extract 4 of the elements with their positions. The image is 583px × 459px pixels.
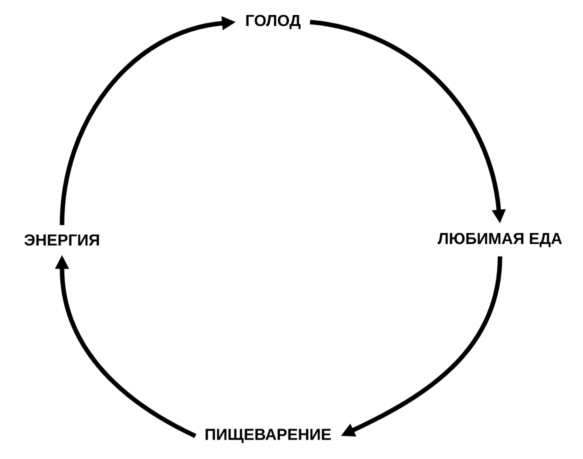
cycle-label: ГОЛОД: [246, 14, 300, 30]
cycle-label: ЭНЕРГИЯ: [24, 234, 99, 246]
cycle-label: ПИЩЕВАРЕНИЕ: [206, 428, 331, 444]
cycle-label: ЛЮБИМАЯ ЕДА: [438, 232, 562, 248]
